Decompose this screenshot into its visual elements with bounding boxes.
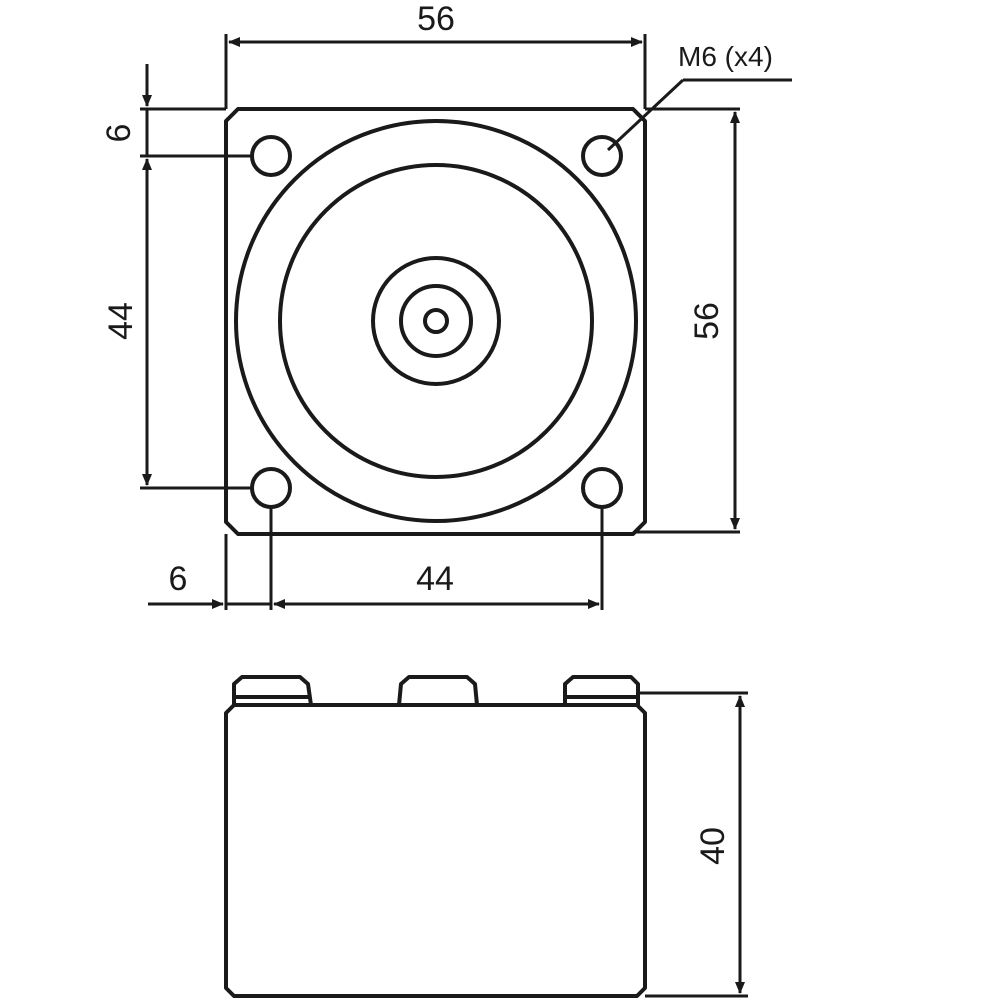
- dimension-right-height: 56: [636, 107, 740, 534]
- side-view-body-outline: [224, 703, 647, 998]
- inner-rubber-ring: [278, 163, 594, 479]
- dimension-bottom-offset-label: 6: [169, 560, 188, 598]
- side-view-right-tab: [563, 675, 640, 705]
- dimension-left-offset: 6: [100, 64, 252, 158]
- mounting-hole-top-right: [581, 135, 623, 177]
- dimension-side-height: 40: [638, 691, 748, 998]
- side-view-center-boss: [397, 675, 479, 706]
- top-view-plate-outline: [224, 107, 647, 536]
- top-view: [224, 107, 647, 536]
- mounting-hole-bottom-right: [581, 467, 623, 509]
- mounting-hole-bottom-left: [250, 467, 292, 509]
- center-boss-middle: [399, 284, 473, 358]
- dimension-top-width-label: 56: [417, 0, 455, 38]
- dimension-left-offset-label: 6: [100, 124, 138, 143]
- thread-callout-label: M6 (x4): [678, 41, 773, 72]
- mounting-hole-top-left: [250, 135, 292, 177]
- thread-callout: M6 (x4): [606, 41, 792, 152]
- dimension-bottom-hole-spacing: 44: [273, 507, 604, 610]
- center-boss-outer: [371, 256, 501, 386]
- dimension-bottom-hole-spacing-label: 44: [416, 560, 454, 598]
- dimension-top-width: 56: [224, 0, 647, 109]
- dimension-bottom-offset: 6: [148, 507, 273, 610]
- dimension-left-hole-spacing-label: 44: [102, 302, 140, 340]
- side-view-left-tab: [232, 675, 313, 706]
- dimension-side-height-label: 40: [694, 827, 732, 865]
- dimension-right-height-label: 56: [688, 302, 726, 340]
- side-view: [224, 675, 647, 998]
- center-bore: [423, 308, 449, 334]
- dimension-left-hole-spacing: 44: [102, 158, 252, 490]
- outer-rubber-ring: [234, 119, 638, 523]
